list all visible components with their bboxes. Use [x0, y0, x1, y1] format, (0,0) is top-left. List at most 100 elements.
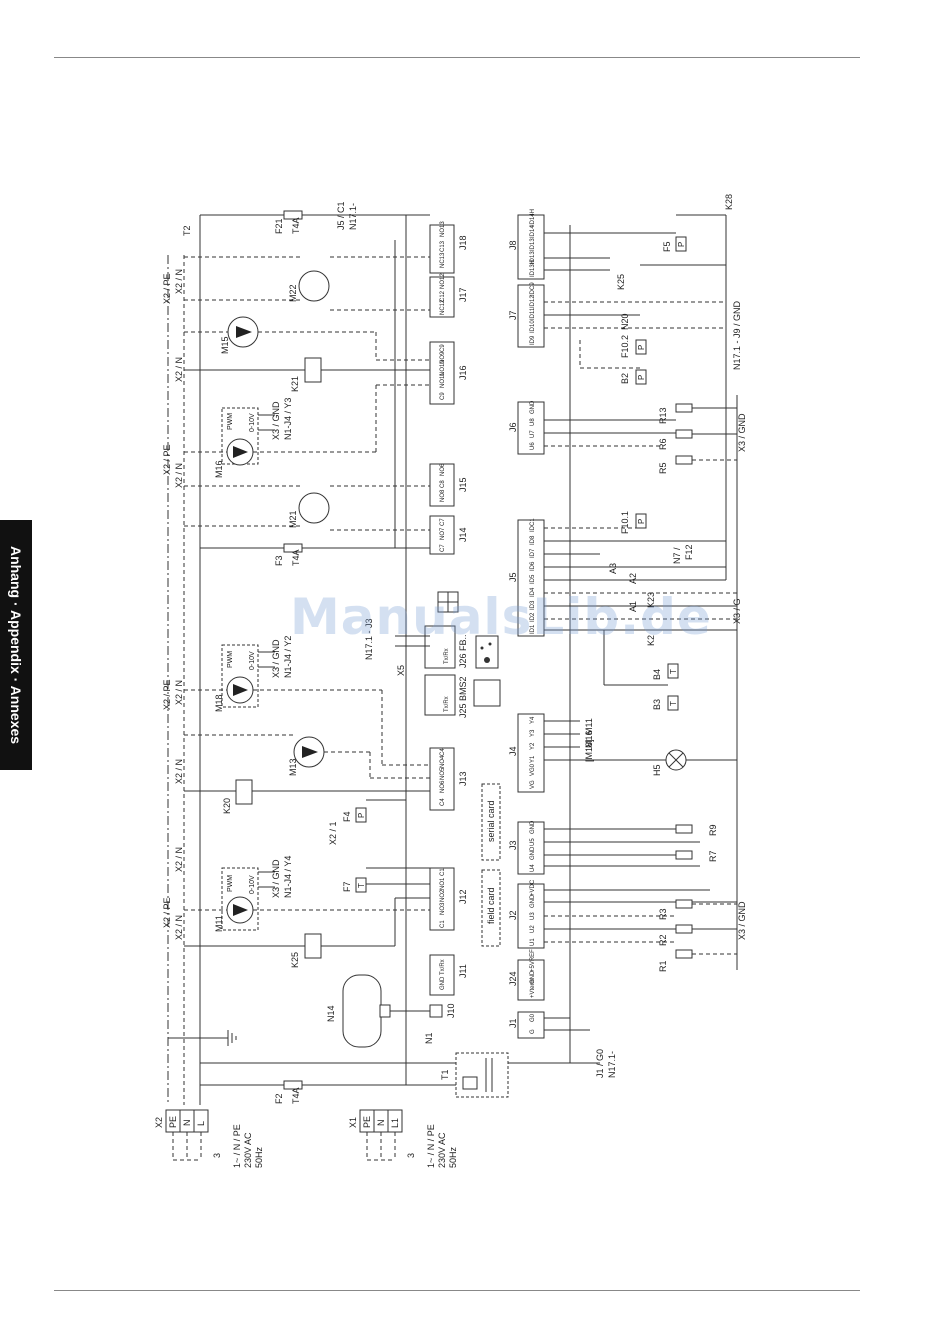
m18-sig-1: X3 / GND	[271, 639, 281, 678]
j2-name: J2	[508, 910, 518, 920]
x5-target: N17.1 - J3	[364, 618, 374, 660]
x1-spec-3: 50Hz	[448, 1146, 458, 1168]
sensor-f4	[355, 807, 367, 823]
valve-m22	[298, 270, 330, 302]
field-card-label: field card	[486, 887, 496, 924]
j4-pin-5: VG0	[530, 763, 536, 776]
j8-pin-1: ID14H	[530, 209, 536, 226]
j17-name: J17	[458, 287, 468, 302]
j5-pin-2: ID8	[530, 535, 536, 545]
x2-spec-3: 50Hz	[254, 1146, 264, 1168]
x2-spec-1: 1~ / N / PE	[232, 1124, 242, 1168]
r2-label: R2	[658, 934, 668, 946]
k25r-label: K25	[616, 274, 626, 290]
v010-m16: 0-10V	[249, 413, 256, 432]
r5-label: R5	[658, 462, 668, 474]
j7-pin-2: ID12	[530, 295, 536, 308]
j18-name: J18	[458, 235, 468, 250]
resistor-r6	[675, 429, 693, 439]
wire-label-6: X2 / N	[174, 680, 184, 705]
x1-n: N	[376, 1120, 386, 1127]
connector-j2	[517, 883, 545, 949]
j6-pin-4: U6	[530, 442, 536, 450]
watermark: ManualsLib.de	[290, 588, 712, 646]
resistor-r9	[675, 824, 693, 834]
connector-j16	[429, 341, 455, 405]
x1-cable: 3	[406, 1153, 416, 1158]
r1-label: R1	[658, 960, 668, 972]
j6-pin-1: GND	[530, 400, 536, 414]
j16-pin-4: NO11	[440, 372, 446, 388]
j24-pin-2: GND	[530, 970, 536, 984]
j26-pin-1: Tx/Rx	[444, 648, 450, 664]
j16-pin-5: C9	[440, 392, 446, 400]
sensor-f7	[355, 877, 367, 893]
f5-label: F5	[662, 241, 672, 252]
b2-label: B2	[620, 373, 630, 384]
j24-pin-1: +5VREF	[530, 949, 536, 972]
resistor-r13	[675, 403, 693, 413]
connector-j5	[517, 519, 545, 637]
j15-name: J15	[458, 477, 468, 492]
j24-name: J24	[508, 971, 518, 986]
j14-pin-1: C7	[440, 518, 446, 526]
t1-target-2: N17.1-	[607, 1051, 617, 1078]
j3-pin-2: U5	[530, 838, 536, 846]
x2-l: L	[196, 1121, 206, 1126]
wire-label-11: X2 / N	[174, 847, 184, 872]
j3-name: J3	[508, 840, 518, 850]
x1-l1: L1	[390, 1118, 400, 1128]
m11-sig-1: X3 / GND	[271, 859, 281, 898]
resistor-r7	[675, 850, 693, 860]
x2-n: N	[182, 1120, 192, 1127]
t1-name: T1	[440, 1069, 450, 1080]
m15-label: M15	[220, 336, 230, 354]
f4-glyph: P	[357, 813, 366, 818]
j7-name: J7	[508, 310, 518, 320]
a1-label: A1	[628, 601, 638, 612]
x1-pe: PE	[362, 1116, 372, 1128]
j5-pin-9: ID1	[530, 624, 536, 634]
b3-label: B3	[652, 699, 662, 710]
top-rule	[54, 57, 860, 58]
x5-label: X5	[396, 665, 406, 676]
j14-name: J14	[458, 527, 468, 542]
x1-title: X1	[348, 1117, 358, 1128]
j12-pin-1: C1	[440, 868, 446, 876]
j18-pin-1: NO13	[440, 221, 446, 237]
j11-name: J11	[458, 964, 468, 978]
j5-name: J5	[508, 572, 518, 582]
j13-pin-2: NO4	[440, 755, 446, 768]
j5-pin-6: ID4	[530, 587, 536, 597]
j4-out-3: [M18]	[584, 739, 594, 762]
f7-glyph: T	[357, 883, 366, 888]
connector-j8	[517, 214, 545, 280]
j8-pin-3: ID13	[530, 238, 536, 251]
serial-card-box	[481, 783, 501, 861]
j17-pin-3: NC12	[440, 299, 446, 315]
j7-pin-5: ID9	[530, 335, 536, 345]
j13-pin-5: C4	[440, 798, 446, 806]
j13-pin-4: NO6	[440, 780, 446, 793]
x2-cable: 3	[212, 1153, 222, 1158]
relay-k21	[304, 357, 322, 383]
connector-j4	[517, 713, 545, 793]
j4-pin-4: Y1	[530, 755, 536, 763]
n17-j9-label: N17.1 - J9 / GND	[732, 300, 742, 370]
j4-out-2: M16	[584, 730, 594, 748]
connector-j12	[429, 867, 455, 931]
x2-pe: PE	[168, 1116, 178, 1128]
j14-pin-3: C7	[440, 544, 446, 552]
fuse-f3-body	[283, 543, 303, 553]
wire-label-9: X2 / N	[174, 915, 184, 940]
sensor-b4	[667, 663, 679, 679]
r7-label: R7	[708, 850, 718, 862]
resistor-r2	[675, 924, 693, 934]
wire-label-8: X2 / N	[174, 759, 184, 784]
r3-label: R3	[658, 908, 668, 920]
j7-pin-1: IDC9	[530, 282, 536, 296]
f3-name: F3	[274, 555, 284, 566]
h5-label: H5	[652, 764, 662, 776]
j15-pin-2: C8	[440, 480, 446, 488]
x3-gnd-label: X3 / GND	[737, 413, 747, 452]
